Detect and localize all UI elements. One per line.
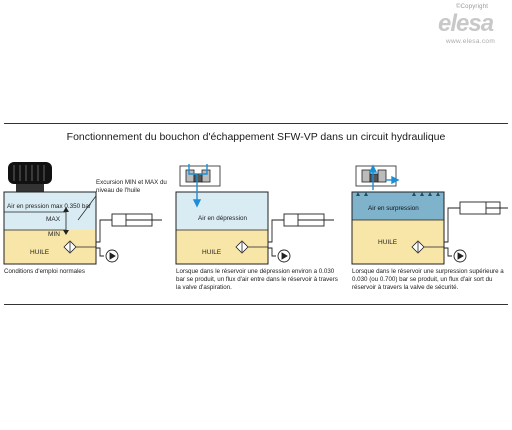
hydraulic-cylinder-icon bbox=[444, 201, 508, 257]
max-label: MAX bbox=[46, 216, 61, 223]
pump-icon bbox=[453, 249, 467, 263]
oil-label: HUILE bbox=[378, 239, 398, 246]
panel-overpressure-caption: Lorsque dans le réservoir une surpressio… bbox=[352, 268, 504, 291]
air-inflow-arrow-icon bbox=[188, 164, 208, 208]
level-excursion-note: Excursion MIN et MAX du niveau de l'huil… bbox=[96, 179, 167, 194]
copyright-text: ©Copyright bbox=[456, 4, 489, 10]
min-label: MIN bbox=[48, 231, 60, 238]
panel-depression-caption: Lorsque dans le réservoir une dépression… bbox=[176, 268, 338, 291]
air-zone bbox=[352, 192, 444, 220]
top-divider bbox=[4, 123, 508, 124]
oil-zone bbox=[352, 220, 444, 264]
hydraulic-cylinder-icon bbox=[96, 213, 162, 257]
brand-url: www.elesa.com bbox=[446, 38, 496, 45]
breather-cap-section-icon bbox=[355, 165, 397, 187]
air-zone bbox=[4, 192, 96, 230]
pressure-spike-pattern bbox=[356, 192, 440, 196]
air-zone bbox=[176, 192, 268, 230]
pump-icon bbox=[277, 249, 291, 263]
diagram-title: Fonctionnement du bouchon d'échappement … bbox=[66, 131, 446, 143]
oil-label: HUILE bbox=[202, 249, 222, 256]
elesa-logo: ©Copyright elesa www.elesa.com bbox=[438, 4, 508, 48]
panel-depression-diagram: Air en dépression HUILE bbox=[175, 164, 334, 265]
breather-cap-icon bbox=[8, 162, 52, 192]
pump-icon bbox=[105, 249, 119, 263]
air-label: Air en dépression bbox=[198, 215, 248, 222]
brand-wordmark: elesa bbox=[438, 10, 494, 37]
panel-normal-caption: Conditions d'emploi normales bbox=[4, 268, 85, 275]
bottom-divider bbox=[4, 304, 508, 305]
breather-cap-section-icon bbox=[179, 165, 221, 187]
oil-label: HUILE bbox=[30, 249, 50, 256]
air-outflow-arrow-icon bbox=[368, 164, 400, 190]
air-label: Air en pression max 0.350 bar bbox=[7, 203, 91, 210]
panel-normal-diagram: Air en pression max 0.350 bar MAX MIN HU… bbox=[3, 162, 162, 265]
panel-overpressure-diagram: Air en surpression HUILE bbox=[351, 164, 508, 265]
air-label: Air en surpression bbox=[368, 205, 419, 212]
hydraulic-cylinder-icon bbox=[268, 213, 334, 257]
